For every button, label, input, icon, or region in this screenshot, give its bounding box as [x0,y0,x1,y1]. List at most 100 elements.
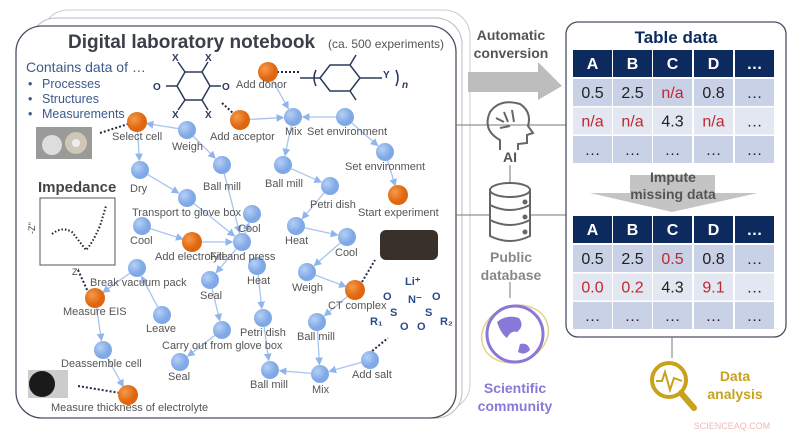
table-cell-value: 0.5 [581,85,603,102]
process-edge [271,79,289,110]
node-label: Carry out from glove box [162,340,283,352]
process-edge [278,367,312,376]
table-cell [694,136,733,163]
table-cell [653,245,692,272]
node-label: Weigh [292,282,323,294]
table-cell-value: … [585,142,601,159]
table-cell-value: 9.1 [702,280,724,297]
notebook-title: Digital laboratory notebook [68,32,315,53]
process-node-circle [308,313,326,331]
node-label: Petri dish [240,327,286,339]
node-label: Heat [247,275,270,287]
node-label: Add donor [236,79,287,91]
table-title: Table data [635,28,718,47]
node-label: Weigh [172,141,203,153]
table-cell [573,273,612,301]
table-row: …………… [573,302,774,329]
node-label: Ball mill [250,379,288,391]
table-cell-value: … [706,308,722,325]
table-cell [573,107,612,135]
table-cell [653,273,692,301]
analysis-label: analysis [707,386,762,402]
node-label: Measure EIS [63,306,127,318]
notebook-subtitle: (ca. 500 experiments) [328,37,444,51]
analysis-label: Data [720,368,751,384]
svg-text:N⁻: N⁻ [408,294,422,306]
process-node-circle [178,121,196,139]
process-node-circle [243,205,261,223]
column-header [694,50,733,77]
table-cell [735,136,774,163]
table-cell [573,136,612,163]
chem-label: X [172,53,179,64]
process-edge [135,130,143,162]
ai-head-icon [486,101,535,150]
table-cell [573,245,612,272]
node-label: Cool [238,223,261,235]
table-cell-value: … [665,142,681,159]
svg-text:S: S [390,307,397,319]
measurement-node-circle [127,112,147,132]
chem-label: X [172,110,179,121]
column-header-label: B [627,222,639,239]
chem-label: X [205,53,212,64]
process-node-circle [284,108,302,126]
table-cell [694,107,733,135]
table-cell-value: … [585,308,601,325]
table-cell [573,302,612,329]
table-cell-value: n/a [621,114,643,131]
coin-cell-photo [36,127,92,159]
svg-text:O: O [383,291,392,303]
chem-label: O [222,82,230,93]
process-edge [192,135,216,159]
table-cell [735,245,774,272]
process-edge [323,295,349,317]
table-cell [735,79,774,106]
node-label: Petri dish [310,199,356,211]
measurement-node-circle [118,385,138,405]
impute-arrow [590,175,758,212]
process-node-circle [376,143,394,161]
impute-label: missing data [630,186,716,202]
bullet-list: •Processes •Structures •Measurements [28,77,125,121]
table-cell [653,302,692,329]
table-cell-value: 0.0 [581,280,603,297]
node-label: Cool [335,247,358,259]
process-node-circle [233,233,251,251]
column-header [573,216,612,243]
svg-text:S: S [425,307,432,319]
table-cell-value: … [747,280,763,297]
process-edge [95,306,105,342]
table-cell [653,107,692,135]
node-label: Set environment [307,126,387,138]
community-label: Scientific [484,380,546,396]
node-label: Dry [130,183,148,195]
donor-structure-icon [300,54,399,101]
table-cell-value: … [706,142,722,159]
column-header-label: C [667,56,679,73]
process-node-circle [336,108,354,126]
node-label: Select cell [112,131,162,143]
process-node-circle [261,361,279,379]
process-edge [150,228,184,241]
node-label: Fill and press [210,251,276,263]
process-edge [147,174,180,194]
svg-text:O: O [417,321,426,333]
measurement-node-circle [388,185,408,205]
table-cell [613,136,652,163]
database-label: Public [490,249,532,265]
process-edge [242,222,251,234]
table-cell [613,273,652,301]
process-edge [313,242,341,267]
process-node-circle [287,217,305,235]
acceptor-structure-icon [166,61,221,111]
table-cell-value: … [665,308,681,325]
node-label: Set environment [345,161,425,173]
process-node-circle [213,156,231,174]
impute-label: Impute [650,169,696,185]
process-edge [102,272,131,293]
process-node-circle [338,228,356,246]
